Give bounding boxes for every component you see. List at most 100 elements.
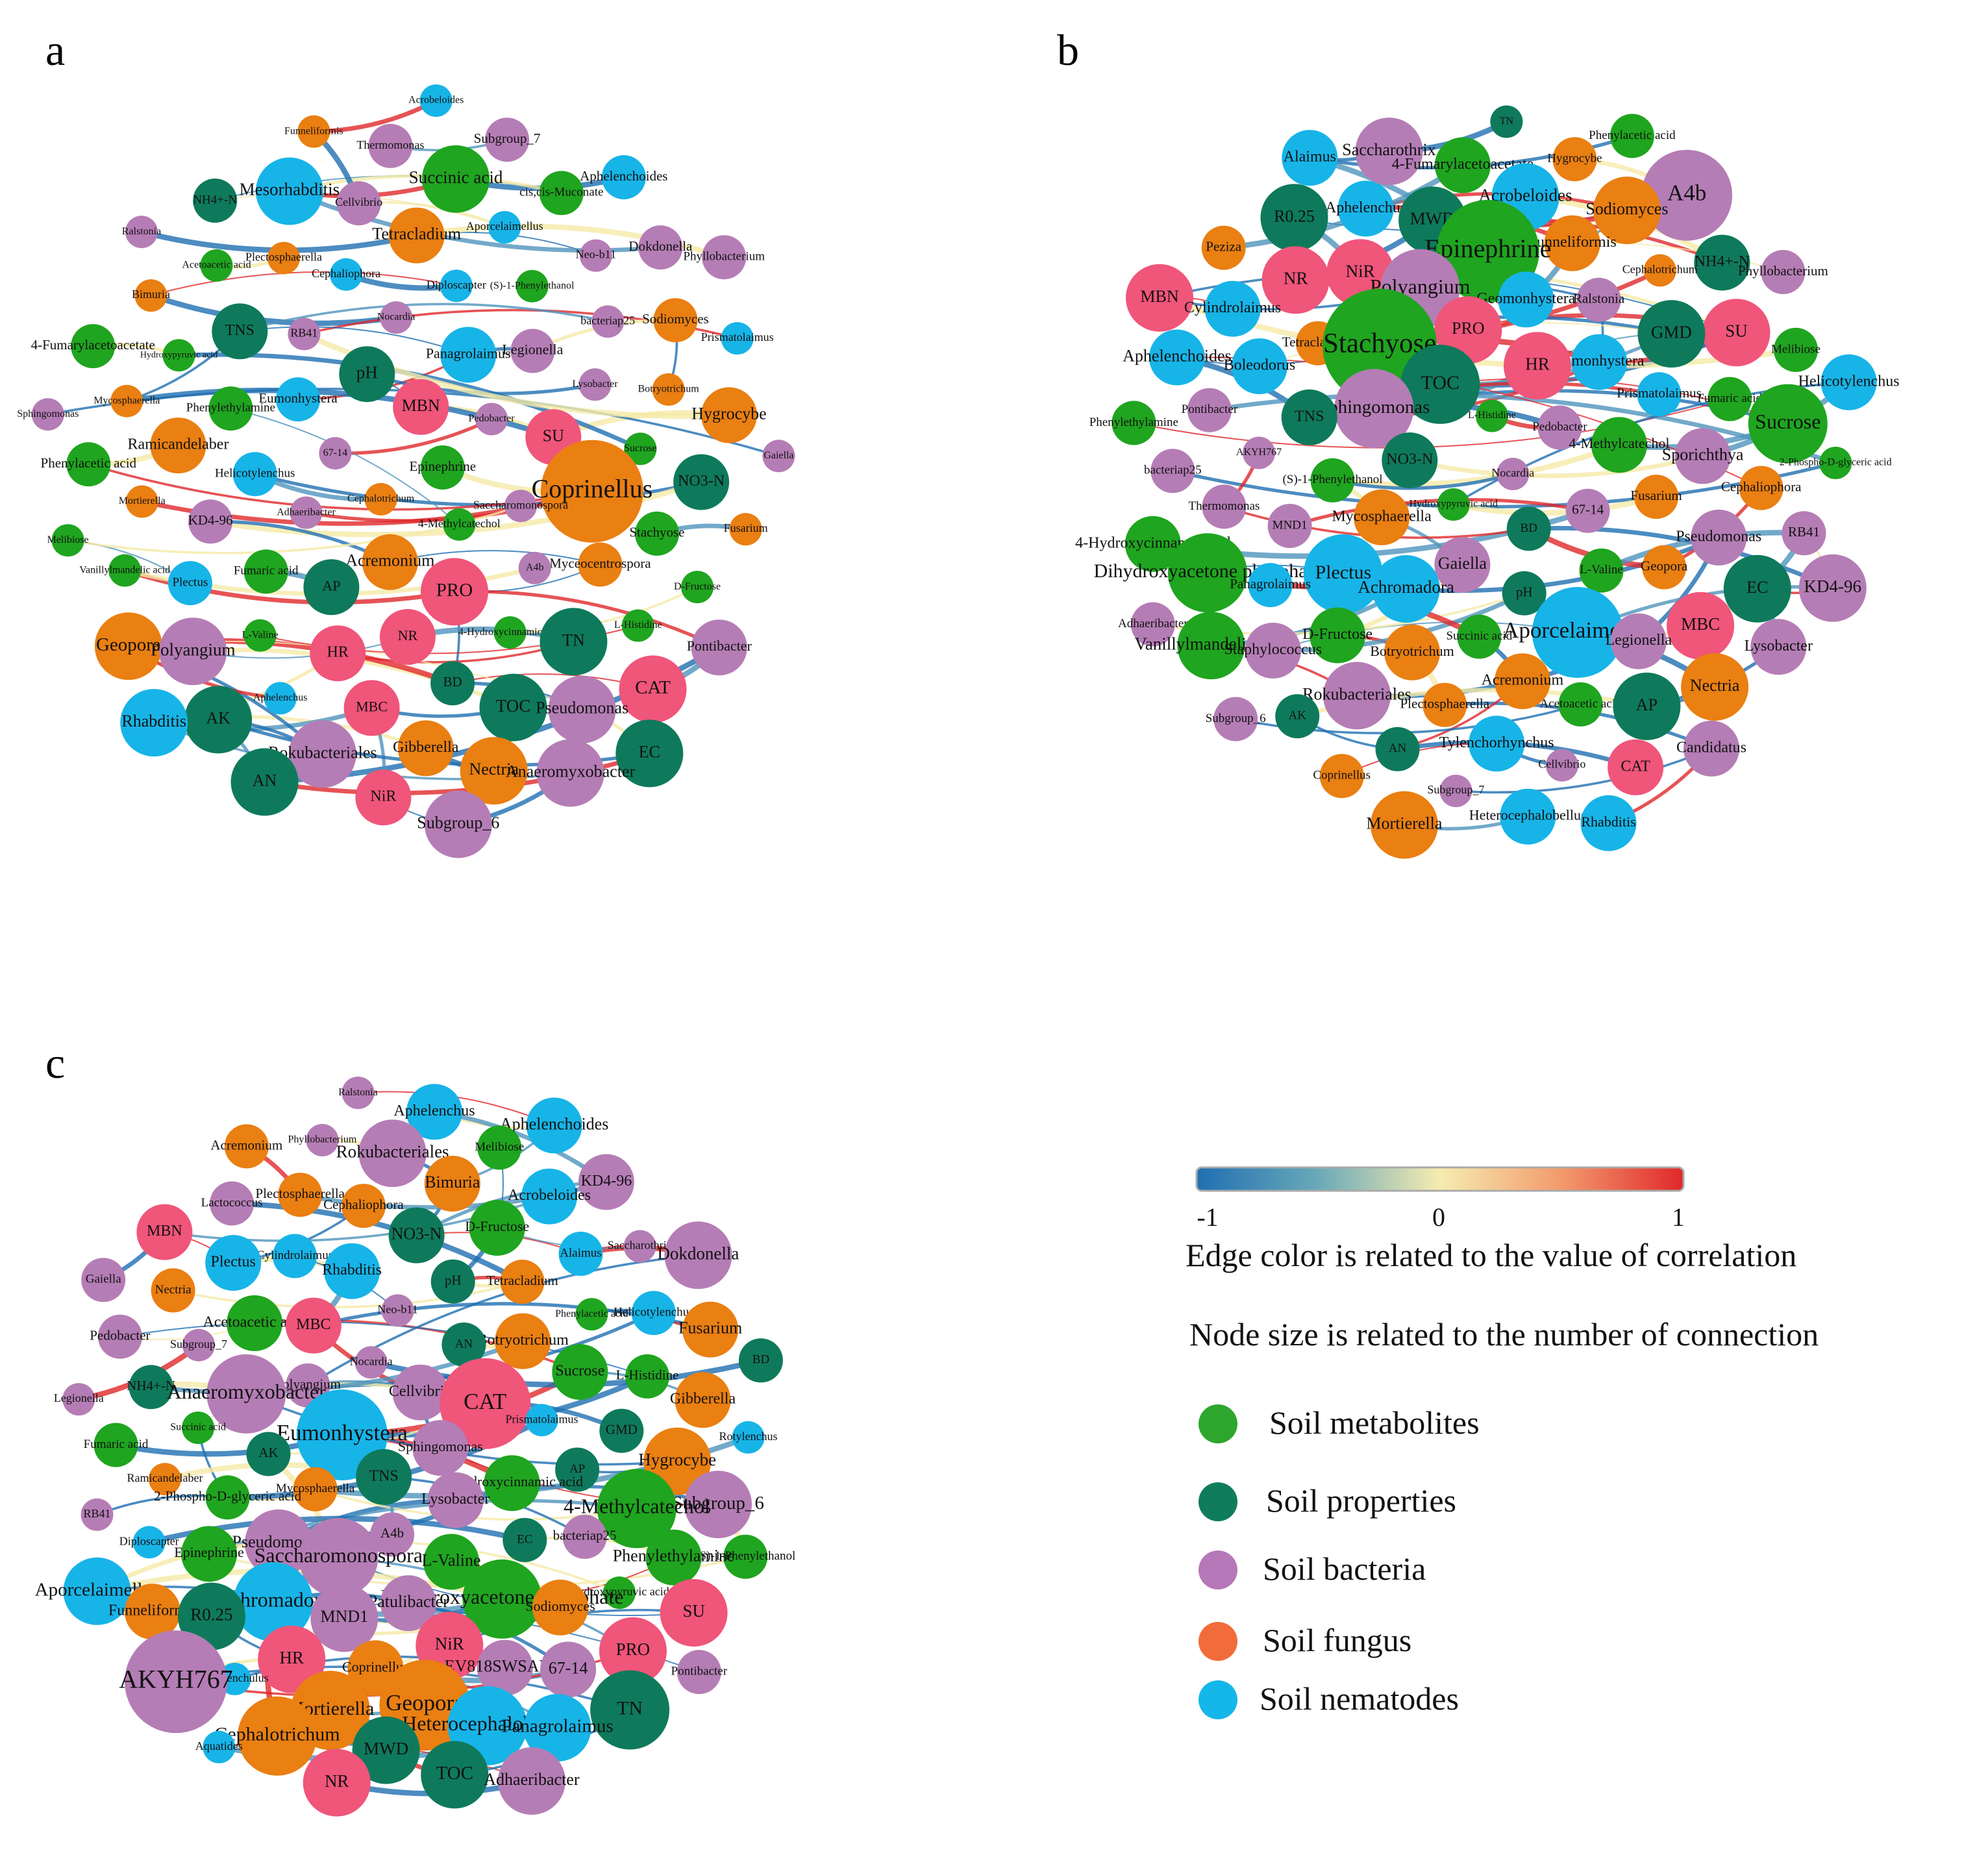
node-label: Gaiella <box>86 1273 121 1286</box>
node-label: SU <box>1725 321 1748 340</box>
legend-label: Soil properties <box>1266 1482 1456 1519</box>
node-circle <box>603 1576 636 1609</box>
node-label: 4-Fumarylacetoacetate <box>31 337 155 353</box>
node-label: Eumonhystera <box>277 1420 408 1445</box>
node-label: (S)-1-Phenylethanol <box>1282 473 1382 486</box>
node-circle <box>1275 694 1320 739</box>
network-node: Ralstonia <box>338 1077 378 1110</box>
network-node: Helicotylenchus <box>614 1291 694 1336</box>
node-label: Rotylenchus <box>719 1430 778 1443</box>
node-circle <box>352 1716 420 1784</box>
network-node: L-Histidine <box>614 609 662 642</box>
node-label: EC <box>517 1532 532 1546</box>
network-node: Pseudomonas <box>536 675 628 743</box>
node-circle <box>188 499 233 544</box>
node-label: NH4+-N <box>127 1378 175 1393</box>
node-label: Pontibacter <box>1182 403 1238 416</box>
network-node: Fumaric acid <box>234 549 299 594</box>
node-circle <box>539 171 584 216</box>
network-node: A4b <box>1641 149 1733 241</box>
node-label: Bimuria <box>132 288 170 301</box>
node-circle <box>397 720 454 777</box>
node-label: L-Valine <box>1580 563 1622 577</box>
node-circle <box>1506 506 1551 551</box>
node-circle <box>1434 137 1491 193</box>
node-label: Gaiella <box>1438 554 1487 573</box>
network-node: RB41 <box>288 318 321 351</box>
network-node: Fusarium <box>1630 475 1682 519</box>
node-circle <box>518 551 551 584</box>
node-circle <box>1748 384 1828 464</box>
node-circle <box>181 1526 237 1582</box>
node-label: Phenylethylamine <box>1089 416 1178 429</box>
node-circle <box>721 322 754 355</box>
network-node: Tylenchorhynchus <box>1439 716 1554 772</box>
node-circle <box>392 1364 449 1421</box>
node-label: Rhabditis <box>121 712 186 730</box>
network-node: Adhaeribacter <box>277 496 336 529</box>
network-node: (S)-1-Phenylethanol <box>490 269 575 303</box>
network-node: Stachyose <box>629 511 684 556</box>
node-circle <box>422 145 490 213</box>
network-node: Phenylacetic acid <box>41 442 137 487</box>
node-label: 4-Methylcatechol <box>564 1495 710 1518</box>
node-label: Sucrose <box>555 1363 604 1380</box>
node-circle <box>723 1534 768 1579</box>
network-node: Mortierella <box>119 485 166 518</box>
node-circle <box>129 1365 173 1410</box>
node-label: Botryotrichum <box>638 384 699 395</box>
network-node: L-Valine <box>242 619 279 652</box>
legend-swatch <box>1199 1550 1237 1589</box>
network-node: Bimuria <box>424 1156 480 1212</box>
network-node: Phenylethylamine <box>186 386 275 431</box>
node-circle <box>71 324 116 369</box>
node-label: Legionella <box>54 1391 104 1404</box>
network-node: Phenylethylamine <box>1089 401 1178 445</box>
node-label: Gaiella <box>764 450 793 461</box>
network-node: Panagrolaimus <box>1230 563 1311 608</box>
node-label: Saccharomonospora <box>473 498 568 511</box>
node-label: Pseudomonas <box>536 699 628 717</box>
node-circle <box>1437 488 1470 521</box>
node-label: Acetoacetic acid <box>182 260 251 271</box>
network-node: Plectosphaerella <box>1400 682 1490 727</box>
node-circle <box>1150 449 1195 493</box>
node-label: 4-Methylcatechol <box>1569 435 1669 451</box>
node-circle <box>1642 545 1687 590</box>
network-node: Pseudomonas <box>1676 509 1761 566</box>
node-circle <box>125 1630 227 1734</box>
network-node: RB41 <box>81 1498 114 1531</box>
node-circle <box>245 1509 312 1577</box>
network-node: pH <box>1502 571 1547 616</box>
network-node: Hydroxypyruvic acid <box>140 339 217 372</box>
node-label: MBN <box>402 396 440 415</box>
node-label: Phenylethylamine <box>613 1547 735 1565</box>
network-node: Sphingomonas <box>398 1420 483 1476</box>
network-node: Prismatolaimus <box>1617 372 1702 417</box>
node-label: PRO <box>616 1639 651 1659</box>
node-circle <box>203 1730 236 1763</box>
node-label: 4-Methylcatechol <box>418 517 501 530</box>
node-label: Candidatus <box>1676 739 1746 756</box>
node-circle <box>702 235 747 280</box>
network-node: Cephalotrichum <box>347 482 415 516</box>
network-edge <box>231 1201 524 1284</box>
network-node: Funneliformis <box>1528 215 1617 271</box>
network-node: D-Fructose <box>674 571 721 604</box>
node-circle <box>208 386 253 431</box>
node-circle <box>1167 533 1247 613</box>
node-circle <box>1694 234 1750 291</box>
node-label: NO3-N <box>391 1225 442 1243</box>
node-label: Sodiomyces <box>1585 199 1668 218</box>
network-node: MBN <box>393 379 449 435</box>
network-node: Rhabditis <box>1580 795 1637 851</box>
node-label: Aphelenchus <box>393 1102 475 1119</box>
node-circle <box>1423 682 1467 727</box>
node-label: Cylindrolaimus <box>1184 299 1281 316</box>
node-circle <box>440 1358 531 1449</box>
node-circle <box>619 655 687 723</box>
node-circle <box>303 1749 371 1817</box>
node-label: Acrobeloides <box>408 95 464 106</box>
node-circle <box>285 1297 342 1354</box>
node-circle <box>264 682 297 715</box>
